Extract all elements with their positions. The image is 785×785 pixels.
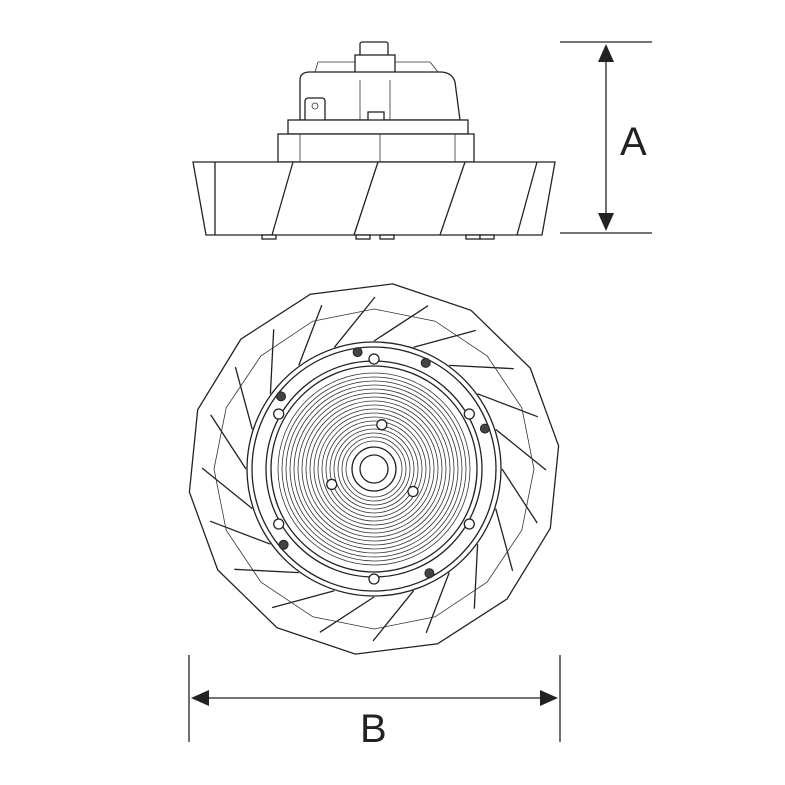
mounting-hole (273, 518, 285, 530)
lens-ring (309, 404, 439, 534)
bottom-view (188, 283, 560, 655)
lens-screw-hole (376, 419, 388, 431)
heatsink-fin (495, 428, 547, 471)
heatsink-fin (269, 329, 275, 394)
mounting-hole (463, 518, 475, 530)
lens-ring (277, 372, 471, 566)
lens-ring (345, 440, 403, 498)
heatsink-fin (425, 572, 450, 634)
lens-ring (329, 424, 419, 514)
heatsink-fin (209, 520, 271, 545)
side-view (192, 41, 556, 240)
lens-ring (281, 376, 467, 562)
heatsink-fin (210, 414, 247, 470)
ring-screw (420, 357, 431, 368)
lens-ring (321, 416, 427, 522)
dimension-b-label: B (360, 707, 387, 751)
lens-ring (341, 436, 407, 502)
dimension-a: A (560, 41, 652, 234)
heatsink-fin (271, 590, 335, 609)
mounting-hole (273, 408, 285, 420)
ring-screw (276, 391, 286, 402)
heatsink-fin (319, 596, 375, 633)
inner-fin-ring (213, 308, 535, 630)
heatsink-fin (234, 366, 253, 430)
lens-ring (305, 400, 443, 538)
lens-ring (297, 392, 451, 546)
ring-screw (278, 539, 289, 550)
lens-screw-hole (326, 478, 338, 491)
lens-ring (285, 380, 463, 558)
ring-screw (424, 568, 435, 579)
lens-ring (313, 408, 435, 530)
heatsink-fin (298, 304, 323, 366)
lens-ring (289, 384, 459, 554)
heatsink-fin (333, 296, 376, 348)
lens-ring (333, 428, 415, 510)
lens-screw-hole (407, 485, 419, 498)
heatsink-fin (473, 544, 479, 609)
ring-screw (479, 423, 490, 434)
dimension-a-label: A (620, 120, 647, 164)
heatsink-fin (373, 305, 429, 342)
lens-ring (337, 432, 411, 506)
heatsink-fin (201, 467, 253, 510)
heatsink-fin (234, 568, 299, 574)
heatsink-fin (372, 590, 415, 642)
heatsink-fin (449, 364, 514, 370)
mounting-hole (368, 353, 380, 365)
lens-ring (317, 412, 431, 526)
heatsink-fin (501, 468, 538, 524)
lens-ring (325, 420, 423, 518)
heatsink-fin (495, 508, 514, 572)
heatsink-fin (413, 329, 477, 348)
mounting-hole (368, 573, 380, 585)
lens-ring (301, 396, 447, 542)
ring-screw (352, 347, 363, 358)
heatsink-fin (477, 393, 539, 418)
mounting-hole (463, 408, 475, 420)
dimension-b: B (188, 655, 561, 751)
lens-ring (293, 388, 455, 550)
